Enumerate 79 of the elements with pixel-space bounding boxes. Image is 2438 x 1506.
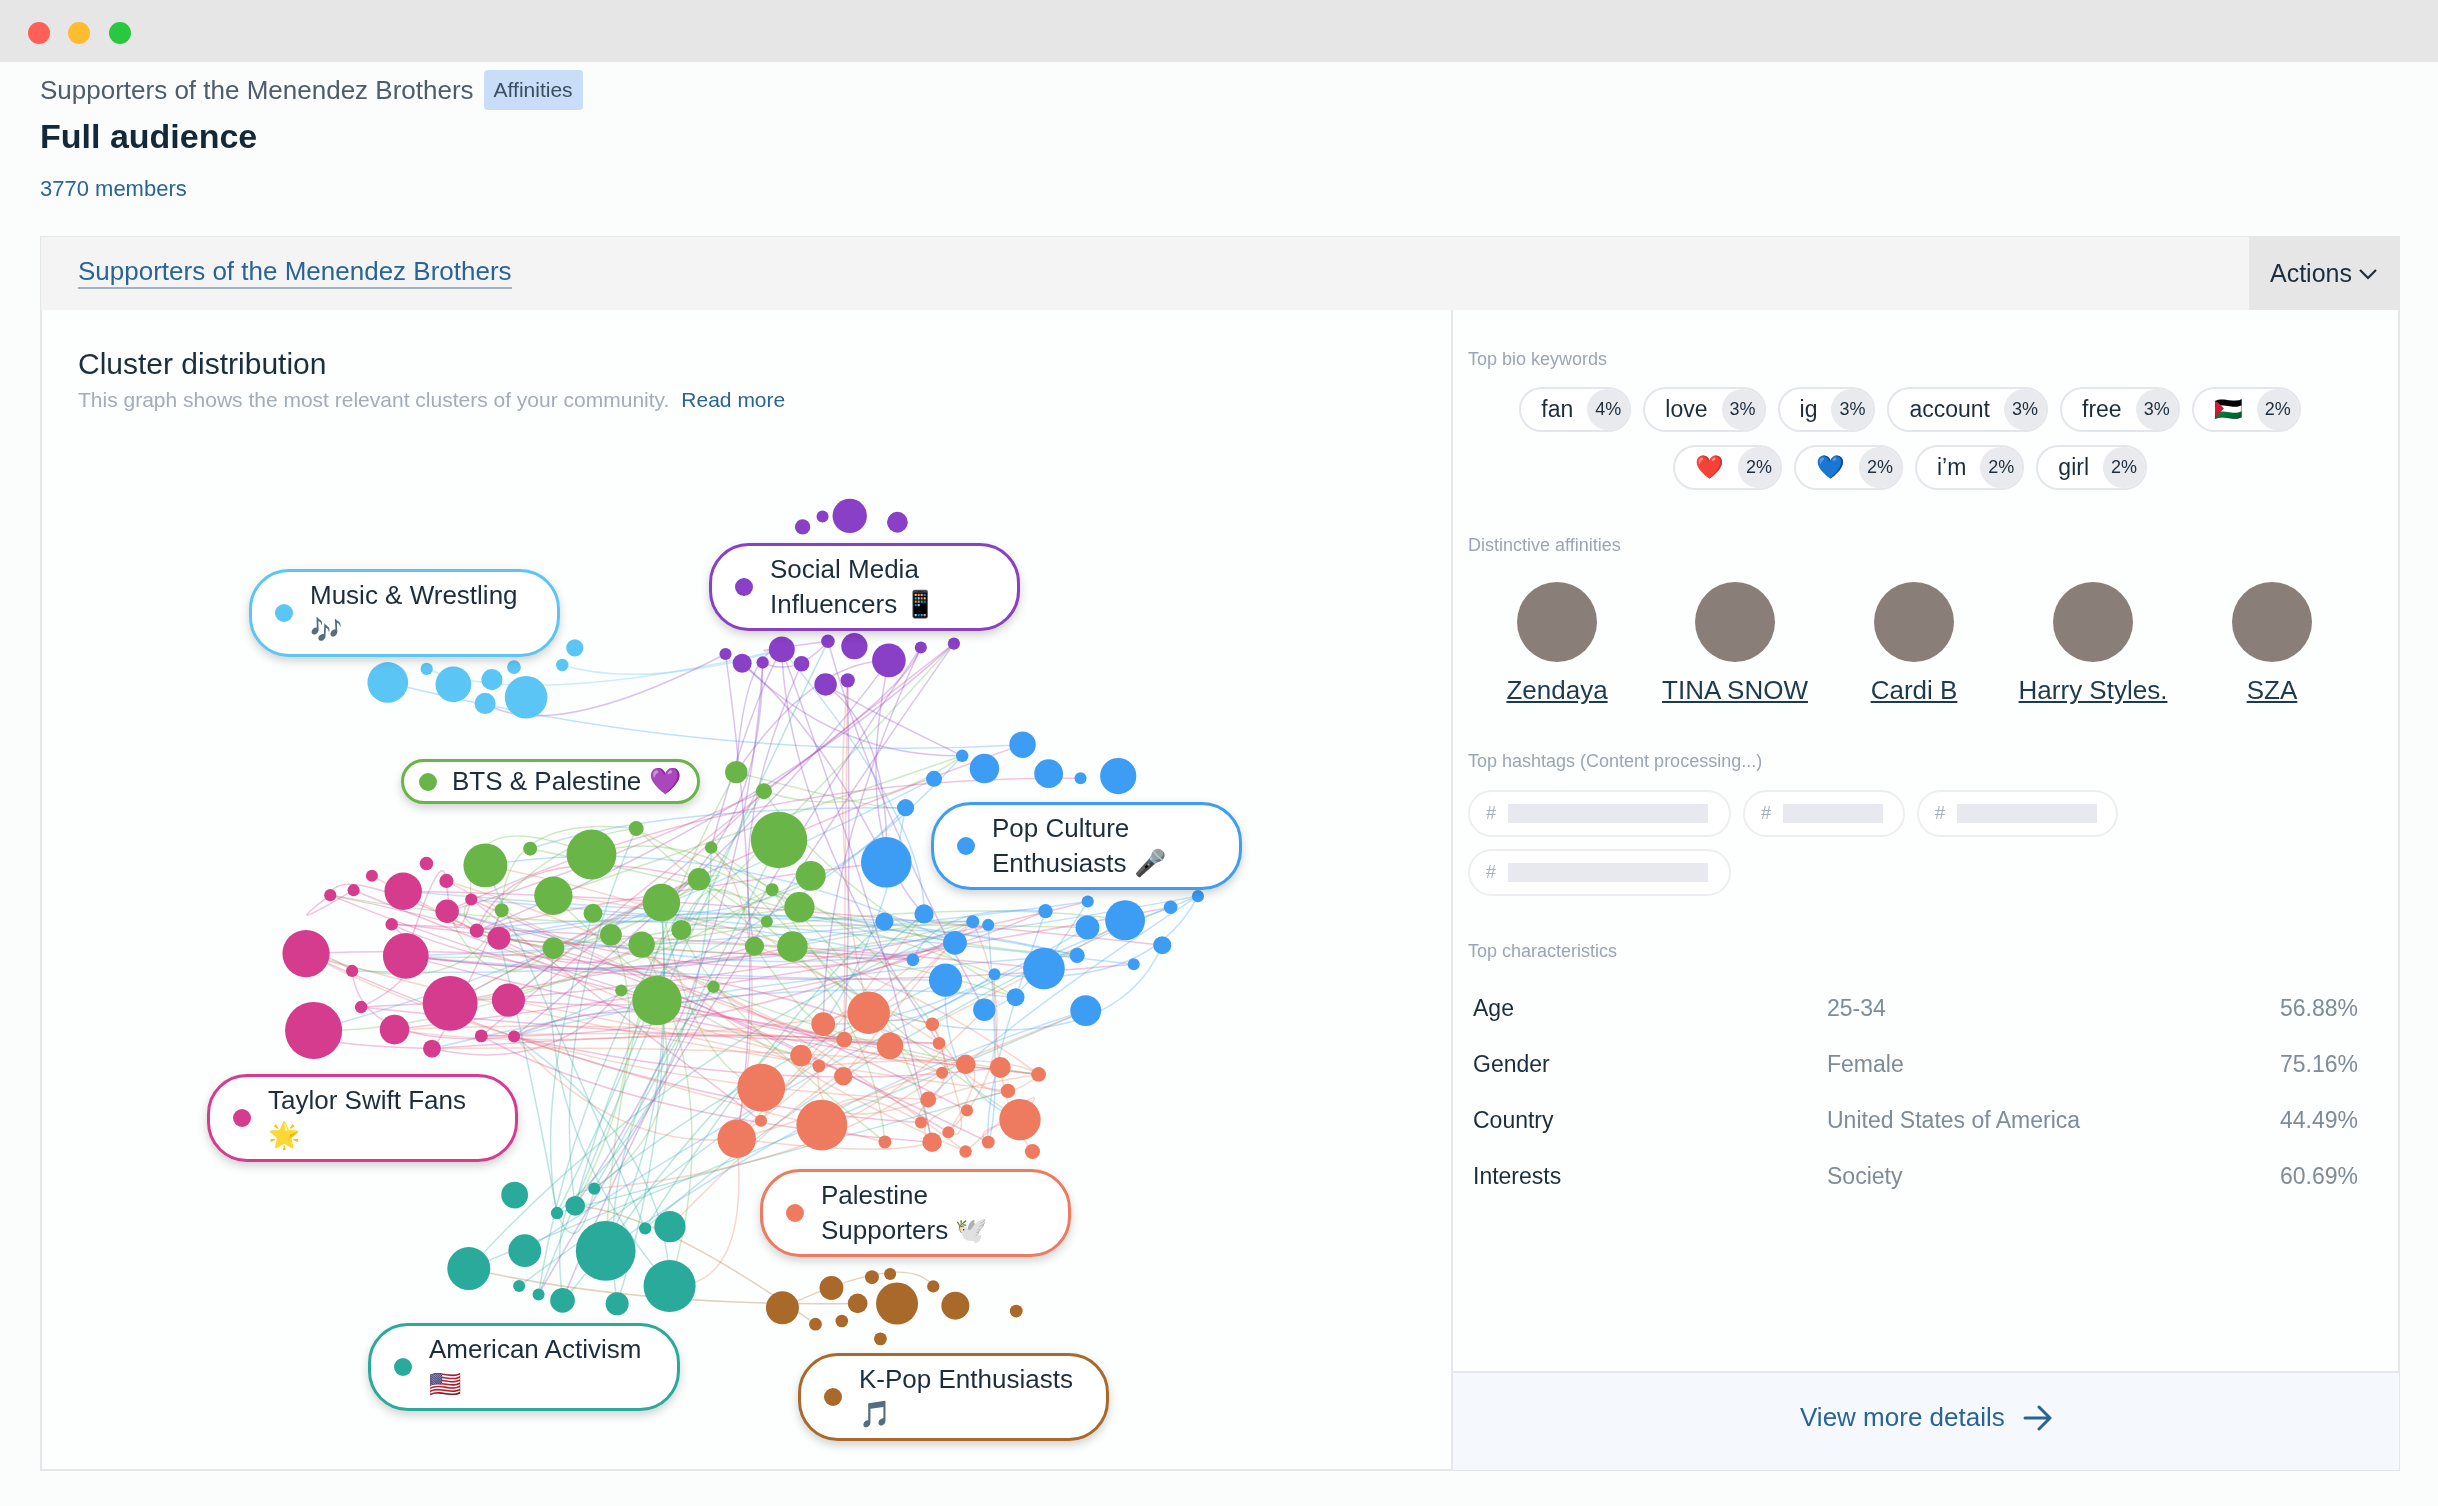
affinity-name-link: Harry Styles.: [2018, 675, 2168, 705]
characteristic-percent: 44.49%: [2280, 1107, 2358, 1135]
breadcrumb-text: Supporters of the Menendez Brothers: [40, 74, 474, 106]
characteristic-value: United States of America: [1827, 1107, 2081, 1135]
keyword-percent: 3%: [2135, 389, 2178, 430]
cluster-name: Palestine Supporters 🕊: [821, 1179, 989, 1248]
keyword-text: fan: [1541, 396, 1574, 423]
section-heading: Top bio keywords: [1468, 349, 1608, 371]
affinity-name-link: SZA: [2246, 675, 2298, 705]
keyword-chip: [2036, 445, 2148, 490]
characteristic-percent: 60.69%: [2280, 1163, 2358, 1191]
section-heading: Cluster distribution: [78, 346, 327, 382]
section-heading: Top hashtags (Content processing...): [1468, 751, 1763, 773]
cluster-label-pill: [760, 1169, 1071, 1258]
cluster-name: Taylor Swift Fans 🌟: [268, 1084, 467, 1153]
characteristic-value: Society: [1827, 1163, 1903, 1191]
member-count-link: 3770 members: [40, 176, 187, 203]
read-more-link: Read more: [681, 388, 786, 412]
cluster-label-pill: [798, 1353, 1109, 1442]
section-heading: Distinctive affinities: [1468, 535, 1621, 557]
cluster-label-pill: [368, 1323, 680, 1412]
keyword-text: account: [1909, 396, 1990, 423]
view-details-link: View more details: [1800, 1402, 2005, 1433]
cluster-name: BTS & Palestine 💜: [452, 765, 681, 798]
characteristic-name: Age: [1473, 995, 1514, 1023]
keyword-text: 💙: [1815, 454, 1845, 481]
affinity-name-link: Zendaya: [1506, 675, 1608, 705]
keyword-percent: 2%: [1980, 447, 2023, 488]
cluster-label-pill: [931, 802, 1242, 891]
keyword-text: love: [1665, 396, 1708, 423]
hash-symbol: #: [1761, 803, 1771, 824]
keyword-chip: [2191, 387, 2301, 432]
hash-symbol: #: [1486, 862, 1496, 883]
keyword-text: free: [2082, 396, 2122, 423]
keyword-text: 🇵🇸: [2213, 396, 2243, 423]
keyword-chip: [1643, 387, 1766, 432]
characteristic-name: Country: [1473, 1107, 1554, 1135]
affinity-name-link: Cardi B: [1870, 675, 1958, 705]
keyword-chip: [1887, 387, 2048, 432]
cluster-label-pill: [709, 543, 1020, 632]
keyword-text: i’m: [1936, 454, 1967, 481]
keyword-percent: 4%: [1587, 389, 1630, 430]
keyword-percent: 2%: [2103, 447, 2146, 488]
keyword-percent: 2%: [1737, 447, 1780, 488]
keyword-text: ig: [1799, 396, 1818, 423]
cluster-name: American Activism 🇺🇸: [429, 1333, 643, 1402]
keyword-chip: [1672, 445, 1782, 490]
keyword-chip: [1519, 387, 1632, 432]
cluster-label-pill: [401, 759, 700, 805]
hash-symbol: #: [1486, 803, 1496, 824]
cluster-label-pill: [207, 1074, 518, 1163]
characteristic-name: Gender: [1473, 1051, 1550, 1079]
section-description: This graph shows the most relevant clusters of your community.: [78, 388, 670, 412]
keyword-text: girl: [2058, 454, 2090, 481]
cluster-name: Pop Culture Enthusiasts 🎤: [992, 812, 1167, 881]
characteristic-percent: 56.88%: [2280, 995, 2358, 1023]
audience-link: Supporters of the Menendez Brothers: [78, 256, 512, 290]
keyword-chip: [1793, 445, 1903, 490]
cluster-name: Music & Wrestling 🎶: [310, 579, 519, 648]
characteristic-value: 25-34: [1827, 995, 1886, 1023]
page-title: Full audience: [40, 116, 258, 157]
keyword-percent: 3%: [2004, 389, 2046, 430]
characteristic-percent: 75.16%: [2280, 1051, 2358, 1079]
section-heading: Top characteristics: [1468, 941, 1618, 963]
keyword-percent: 3%: [1831, 389, 1874, 430]
keyword-percent: 2%: [2256, 389, 2299, 430]
affinity-name-link: TINA SNOW: [1662, 675, 1808, 705]
keyword-chip: [2060, 387, 2180, 432]
keyword-percent: 3%: [1721, 389, 1764, 430]
cluster-name: Social Media Influencers 📱: [770, 553, 938, 622]
keyword-text: ❤: [1694, 454, 1724, 481]
cluster-label-pill: [249, 569, 560, 658]
tag-badge: Affinities: [483, 70, 583, 110]
cluster-name: K-Pop Enthusiasts 🎵: [859, 1363, 1074, 1432]
actions-dropdown-button: Actions: [2249, 237, 2399, 310]
characteristic-name: Interests: [1473, 1163, 1562, 1191]
characteristic-value: Female: [1827, 1051, 1904, 1079]
keyword-percent: 2%: [1858, 447, 1901, 488]
hash-symbol: #: [1935, 803, 1945, 824]
